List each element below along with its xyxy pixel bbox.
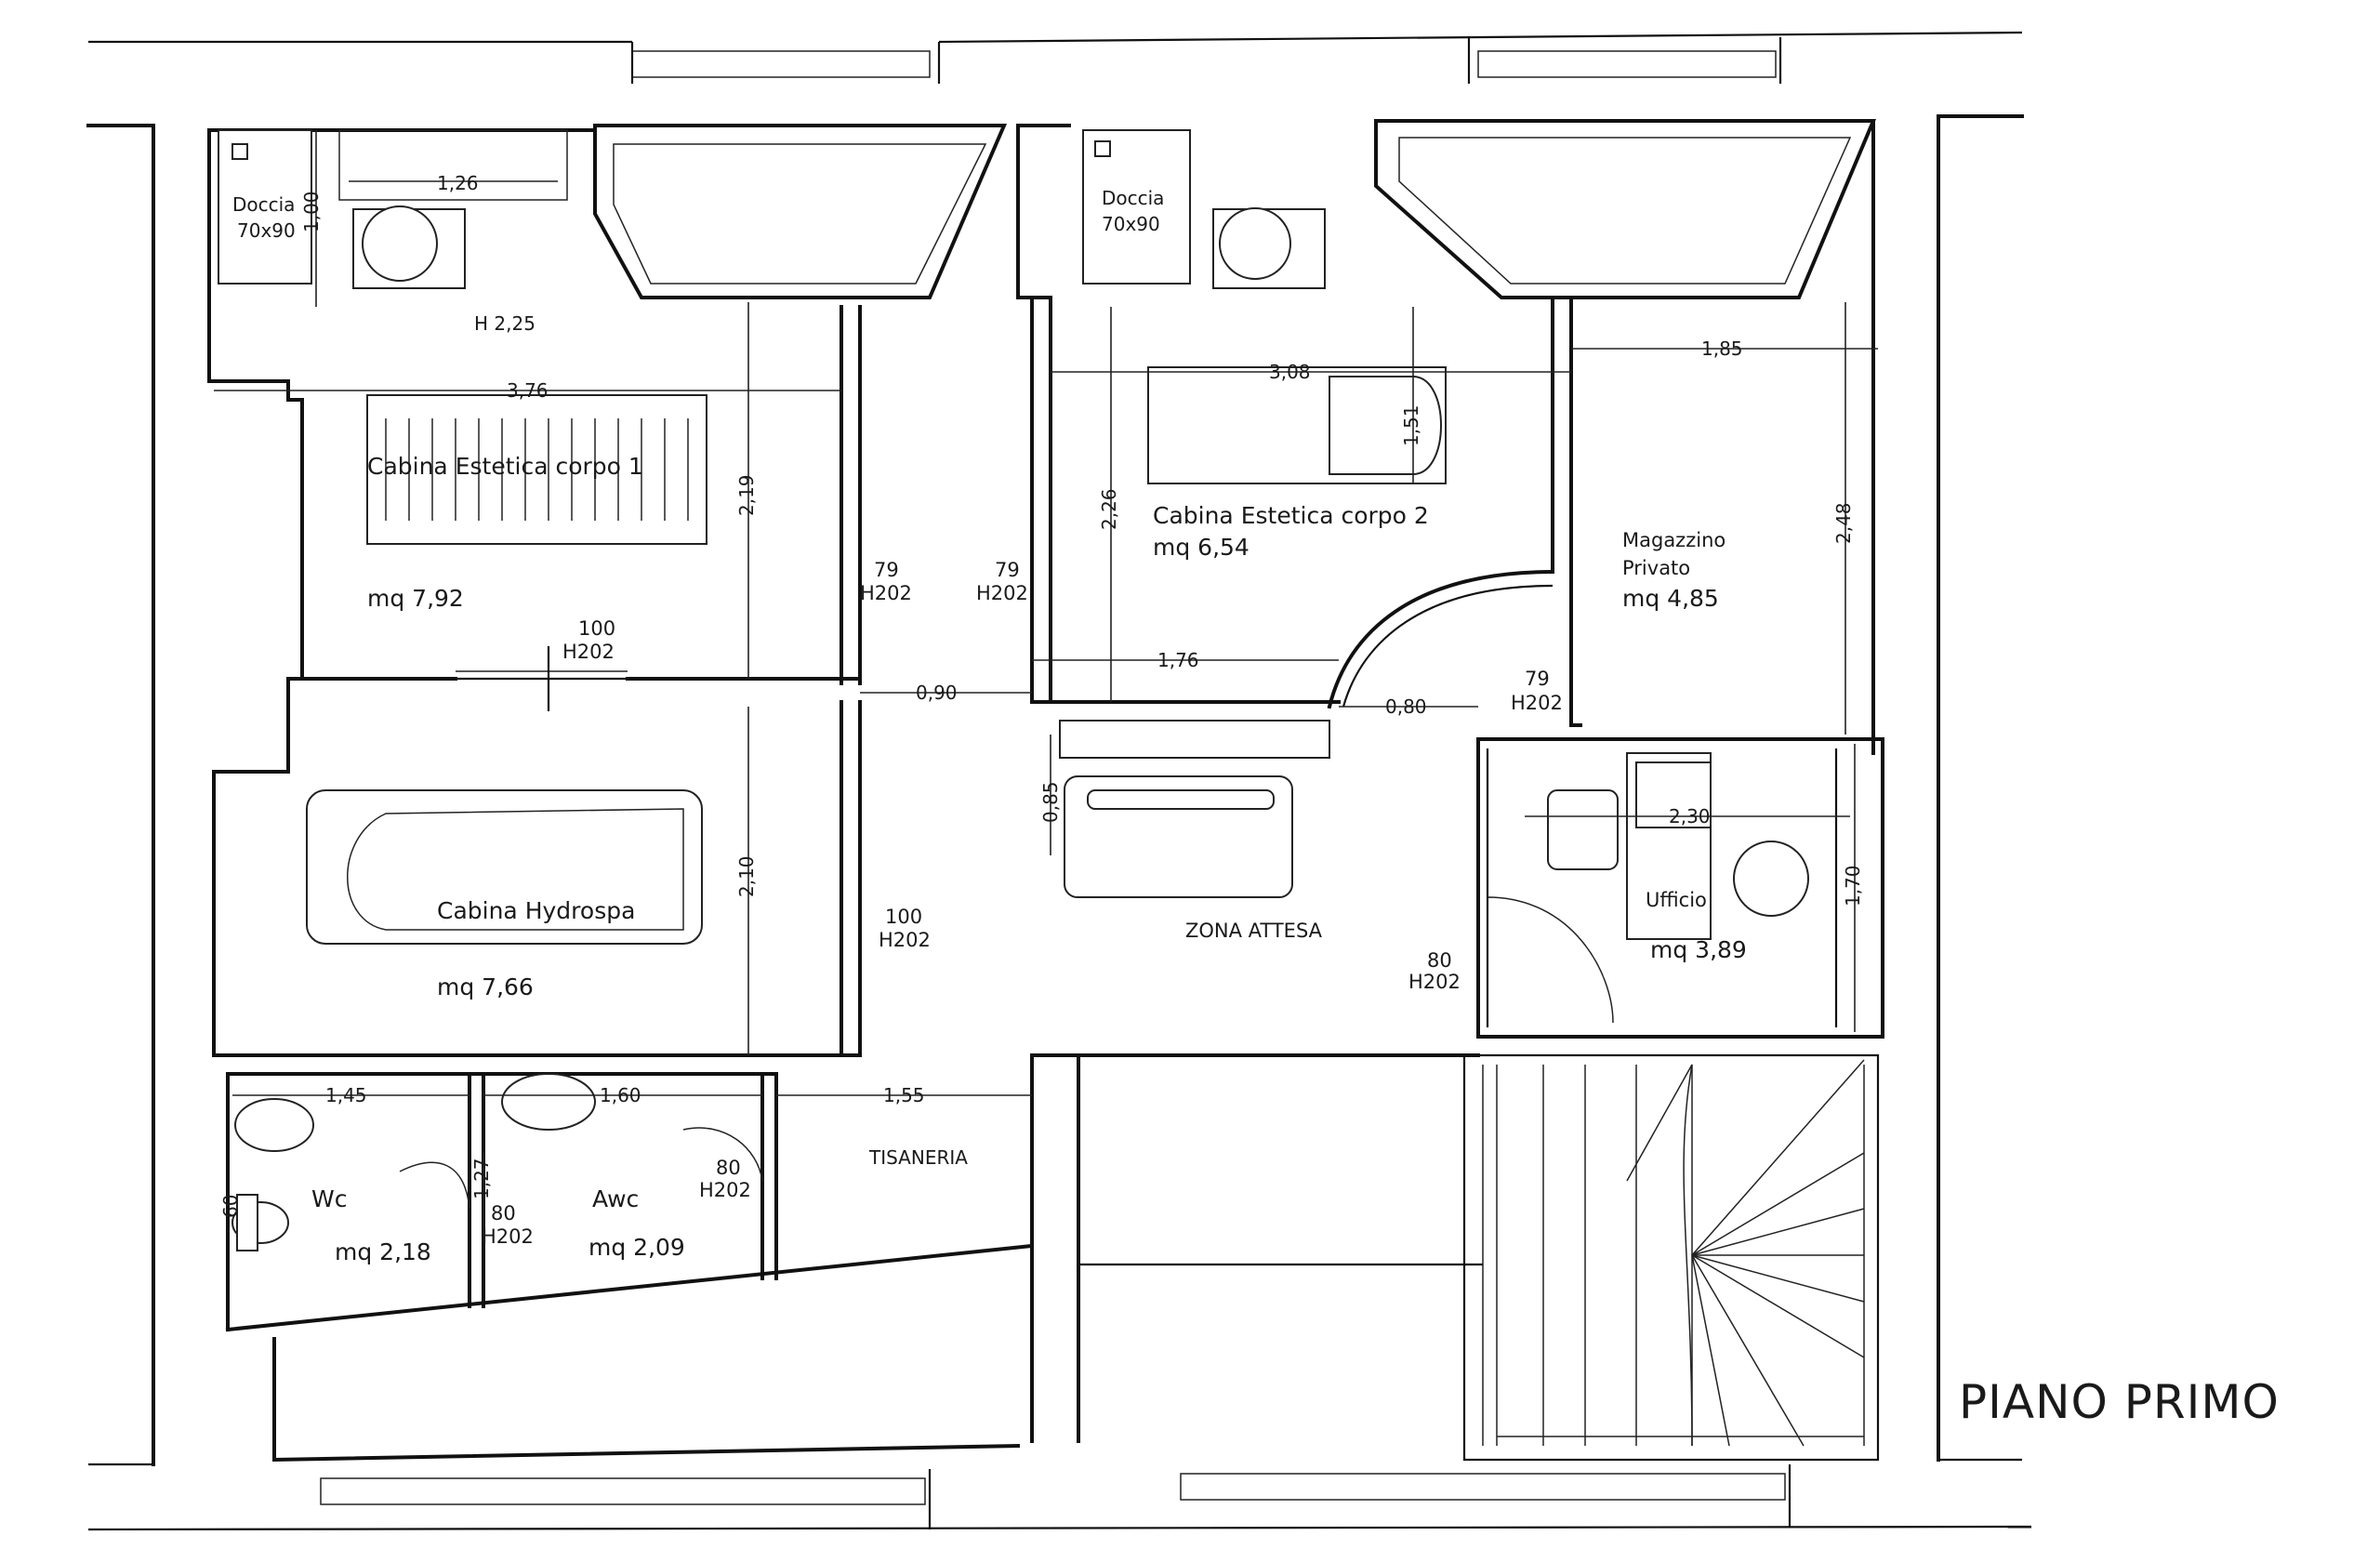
dim-0-90: 0,90 [916, 682, 958, 704]
door-79b-height: H202 [976, 582, 1028, 604]
wc-area: mq 2,18 [335, 1238, 431, 1265]
staircase [1462, 1053, 1880, 1462]
magazzino-name-1: Magazzino [1622, 529, 1726, 551]
doors [399, 646, 1614, 1210]
cabina1-name: Cabina Estetica corpo 1 [367, 453, 643, 480]
dim-h-2-25: H 2,25 [474, 312, 536, 335]
door-79a-width: 79 [874, 559, 899, 581]
ufficio-area: mq 3,89 [1650, 936, 1747, 963]
tisaneria-label: TISANERIA [868, 1146, 968, 1169]
dim-1-00: 1,00 [300, 191, 323, 232]
awc-name: Awc [592, 1185, 639, 1212]
doccia-left-2: 70x90 [237, 219, 296, 242]
dim-3-76: 3,76 [507, 379, 549, 402]
doccia-left-1: Doccia [232, 193, 295, 216]
dim-1-76: 1,76 [1157, 649, 1199, 671]
door-100a-width: 100 [578, 617, 615, 640]
door-100a-height: H202 [562, 641, 615, 663]
doccia-right-2: 70x90 [1102, 213, 1160, 235]
dim-0-85: 0,85 [1039, 781, 1062, 823]
room-labels: Cabina Estetica corpo 1 mq 7,92 Cabina E… [232, 187, 1747, 1265]
dimension-labels: 1,26 1,00 H 2,25 3,76 2,19 2,10 3,08 1,5… [219, 172, 1864, 1218]
hydrospa-area: mq 7,66 [437, 973, 534, 1000]
dim-1-45: 1,45 [325, 1084, 367, 1106]
door-100b-width: 100 [885, 906, 922, 928]
dim-1-51: 1,51 [1400, 404, 1422, 446]
door-80b-height: H202 [482, 1225, 534, 1248]
cabina1-area: mq 7,92 [367, 585, 464, 612]
dim-2-48: 2,48 [1832, 502, 1855, 544]
door-80b-width: 80 [491, 1202, 516, 1225]
dim-1-26: 1,26 [437, 172, 479, 194]
door-80a-width: 80 [1427, 949, 1452, 972]
fixtures [218, 129, 1809, 1251]
door-79c-height: H202 [1511, 692, 1563, 714]
door-79a-height: H202 [860, 582, 912, 604]
sheet-title: PIANO PRIMO [1959, 1375, 2280, 1429]
awc-area: mq 2,09 [588, 1234, 685, 1261]
dim-2-19: 2,19 [735, 474, 758, 516]
dim-60: 60 [219, 1195, 242, 1218]
massage-table-1 [366, 394, 707, 545]
dim-1-85: 1,85 [1701, 338, 1743, 360]
door-80c-width: 80 [716, 1157, 741, 1179]
dimension-lines [214, 130, 1878, 1237]
magazzino-name-2: Privato [1622, 557, 1690, 579]
door-79b-width: 79 [995, 559, 1020, 581]
dim-2-10: 2,10 [735, 855, 758, 897]
dim-1-27: 1,27 [470, 1158, 493, 1199]
cabina2-name: Cabina Estetica corpo 2 [1153, 502, 1429, 529]
cabina2-area: mq 6,54 [1153, 534, 1250, 561]
hydrospa-tub [306, 789, 703, 945]
door-100b-height: H202 [879, 929, 931, 951]
dim-1-55: 1,55 [883, 1084, 925, 1106]
door-80a-height: H202 [1408, 971, 1461, 993]
dim-1-70: 1,70 [1842, 865, 1864, 907]
dim-1-60: 1,60 [600, 1084, 641, 1106]
dim-0-80: 0,80 [1385, 695, 1427, 718]
ufficio-name: Ufficio [1646, 889, 1707, 911]
door-labels: 79 H202 79 H202 100 H202 100 H202 79 H20… [482, 559, 1563, 1248]
magazzino-area: mq 4,85 [1622, 585, 1719, 612]
dim-3-08: 3,08 [1269, 361, 1311, 383]
zona-attesa-label: ZONA ATTESA [1185, 920, 1323, 942]
outer-walls [86, 31, 2032, 1531]
door-80c-height: H202 [699, 1179, 751, 1201]
wc-name: Wc [311, 1185, 347, 1212]
hydrospa-name: Cabina Hydrospa [437, 897, 635, 924]
dim-2-26: 2,26 [1098, 488, 1120, 530]
dim-2-30: 2,30 [1669, 805, 1711, 827]
doccia-right-1: Doccia [1102, 187, 1164, 209]
door-79c-width: 79 [1525, 668, 1550, 690]
